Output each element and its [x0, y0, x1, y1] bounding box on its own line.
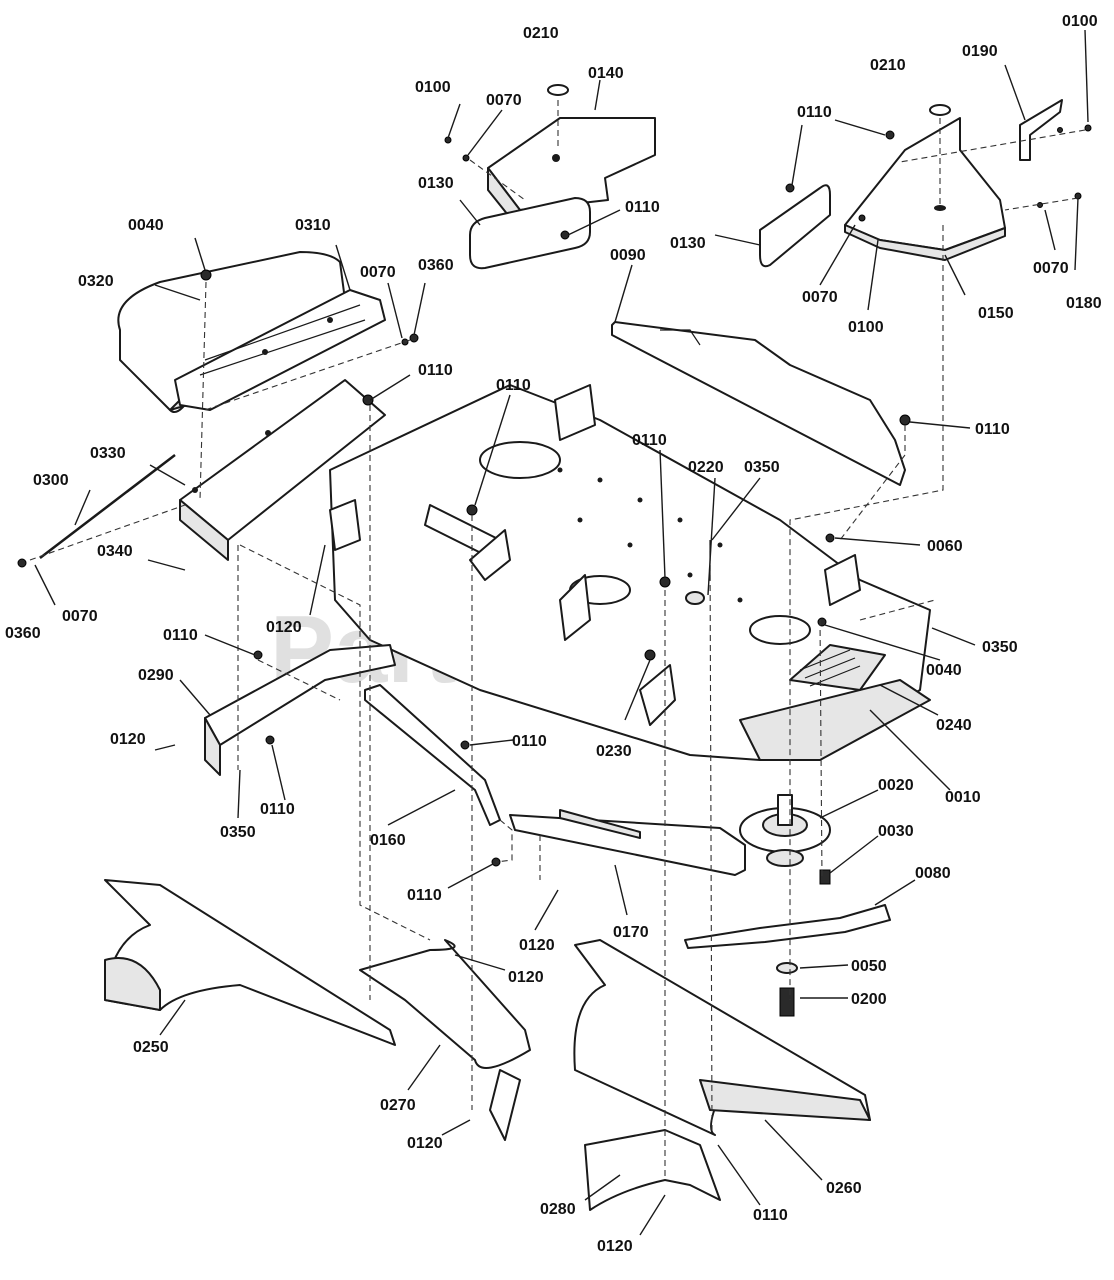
- label-0110: 0110: [975, 421, 1010, 438]
- baffle-0160: [364, 684, 501, 826]
- label-0100: 0100: [848, 319, 884, 336]
- label-0030: 0030: [878, 823, 914, 840]
- spindle-0020: [739, 794, 831, 867]
- label-0110: 0110: [512, 733, 547, 750]
- label-0070: 0070: [62, 608, 98, 625]
- label-0110: 0110: [496, 377, 531, 394]
- label-0110: 0110: [632, 432, 667, 449]
- baffle-0290: [204, 644, 396, 776]
- label-0120: 0120: [407, 1135, 443, 1152]
- label-0060: 0060: [927, 538, 963, 555]
- label-0140: 0140: [588, 65, 624, 82]
- label-0070: 0070: [360, 264, 396, 281]
- washer-0050: [776, 962, 798, 974]
- label-0180: 0180: [1066, 295, 1102, 312]
- label-0300: 0300: [33, 472, 69, 489]
- label-0320: 0320: [78, 273, 114, 290]
- label-0110: 0110: [797, 104, 832, 121]
- bracket-0190: [1019, 99, 1063, 161]
- label-0200: 0200: [851, 991, 887, 1008]
- plate-right-0130: [759, 184, 831, 268]
- part-labels: 0210 0140 0100 0070 0130 0110 0100 0190 …: [5, 13, 1102, 1255]
- baffle-0270: [359, 939, 531, 1141]
- belt-shield-top-right: [844, 117, 1006, 261]
- baffle-0170: [509, 809, 746, 876]
- label-0110: 0110: [418, 362, 453, 379]
- label-0310: 0310: [295, 217, 331, 234]
- label-0340: 0340: [97, 543, 133, 560]
- label-0070: 0070: [486, 92, 522, 109]
- label-0130: 0130: [670, 235, 706, 252]
- label-0280: 0280: [540, 1201, 576, 1218]
- bolt-0200: [779, 987, 795, 1017]
- label-0100: 0100: [1062, 13, 1098, 30]
- label-0130: 0130: [418, 175, 454, 192]
- label-0090: 0090: [610, 247, 646, 264]
- baffle-0280: [584, 1129, 721, 1211]
- label-0120: 0120: [508, 969, 544, 986]
- label-0350: 0350: [744, 459, 780, 476]
- baffle-0260: [573, 939, 871, 1136]
- label-0120: 0120: [266, 619, 302, 636]
- label-0290: 0290: [138, 667, 174, 684]
- label-0270: 0270: [380, 1097, 416, 1114]
- label-0110: 0110: [163, 627, 198, 644]
- rod: [39, 454, 176, 559]
- label-0020: 0020: [878, 777, 914, 794]
- label-0160: 0160: [370, 832, 406, 849]
- label-0240: 0240: [936, 717, 972, 734]
- deck-hardware: [17, 124, 1092, 867]
- label-0040: 0040: [926, 662, 962, 679]
- blade-0080: [684, 904, 891, 949]
- label-0080: 0080: [915, 865, 951, 882]
- pulley-cap-0210: [547, 84, 951, 116]
- label-0260: 0260: [826, 1180, 862, 1197]
- label-0100: 0100: [415, 79, 451, 96]
- label-0110: 0110: [260, 801, 295, 818]
- label-0220: 0220: [688, 459, 724, 476]
- label-0210: 0210: [523, 25, 559, 42]
- label-0360: 0360: [5, 625, 41, 642]
- assembly-lines: [29, 100, 1086, 1180]
- label-0010: 0010: [945, 789, 981, 806]
- label-0110: 0110: [625, 199, 660, 216]
- label-0120: 0120: [110, 731, 146, 748]
- label-0190: 0190: [962, 43, 998, 60]
- plate-left-0130: [469, 197, 591, 270]
- label-0210: 0210: [870, 57, 906, 74]
- cover-plate: [179, 379, 386, 561]
- label-0150: 0150: [978, 305, 1014, 322]
- label-0120: 0120: [597, 1238, 633, 1255]
- label-0350: 0350: [220, 824, 256, 841]
- deck-shell-0010: [329, 384, 931, 761]
- label-0110: 0110: [407, 887, 442, 904]
- label-0360: 0360: [418, 257, 454, 274]
- label-0050: 0050: [851, 958, 887, 975]
- baffle-0250: [104, 879, 396, 1046]
- label-0250: 0250: [133, 1039, 169, 1056]
- label-0070: 0070: [1033, 260, 1069, 277]
- label-0170: 0170: [613, 924, 649, 941]
- label-0110: 0110: [753, 1207, 788, 1224]
- label-0120: 0120: [519, 937, 555, 954]
- leader-lines: [34, 29, 1089, 1236]
- label-0040: 0040: [128, 217, 164, 234]
- label-0230: 0230: [596, 743, 632, 760]
- label-0070: 0070: [802, 289, 838, 306]
- label-0330: 0330: [90, 445, 126, 462]
- label-0350: 0350: [982, 639, 1018, 656]
- bolt-0030: [819, 869, 831, 885]
- side-shield-0090: [611, 321, 906, 486]
